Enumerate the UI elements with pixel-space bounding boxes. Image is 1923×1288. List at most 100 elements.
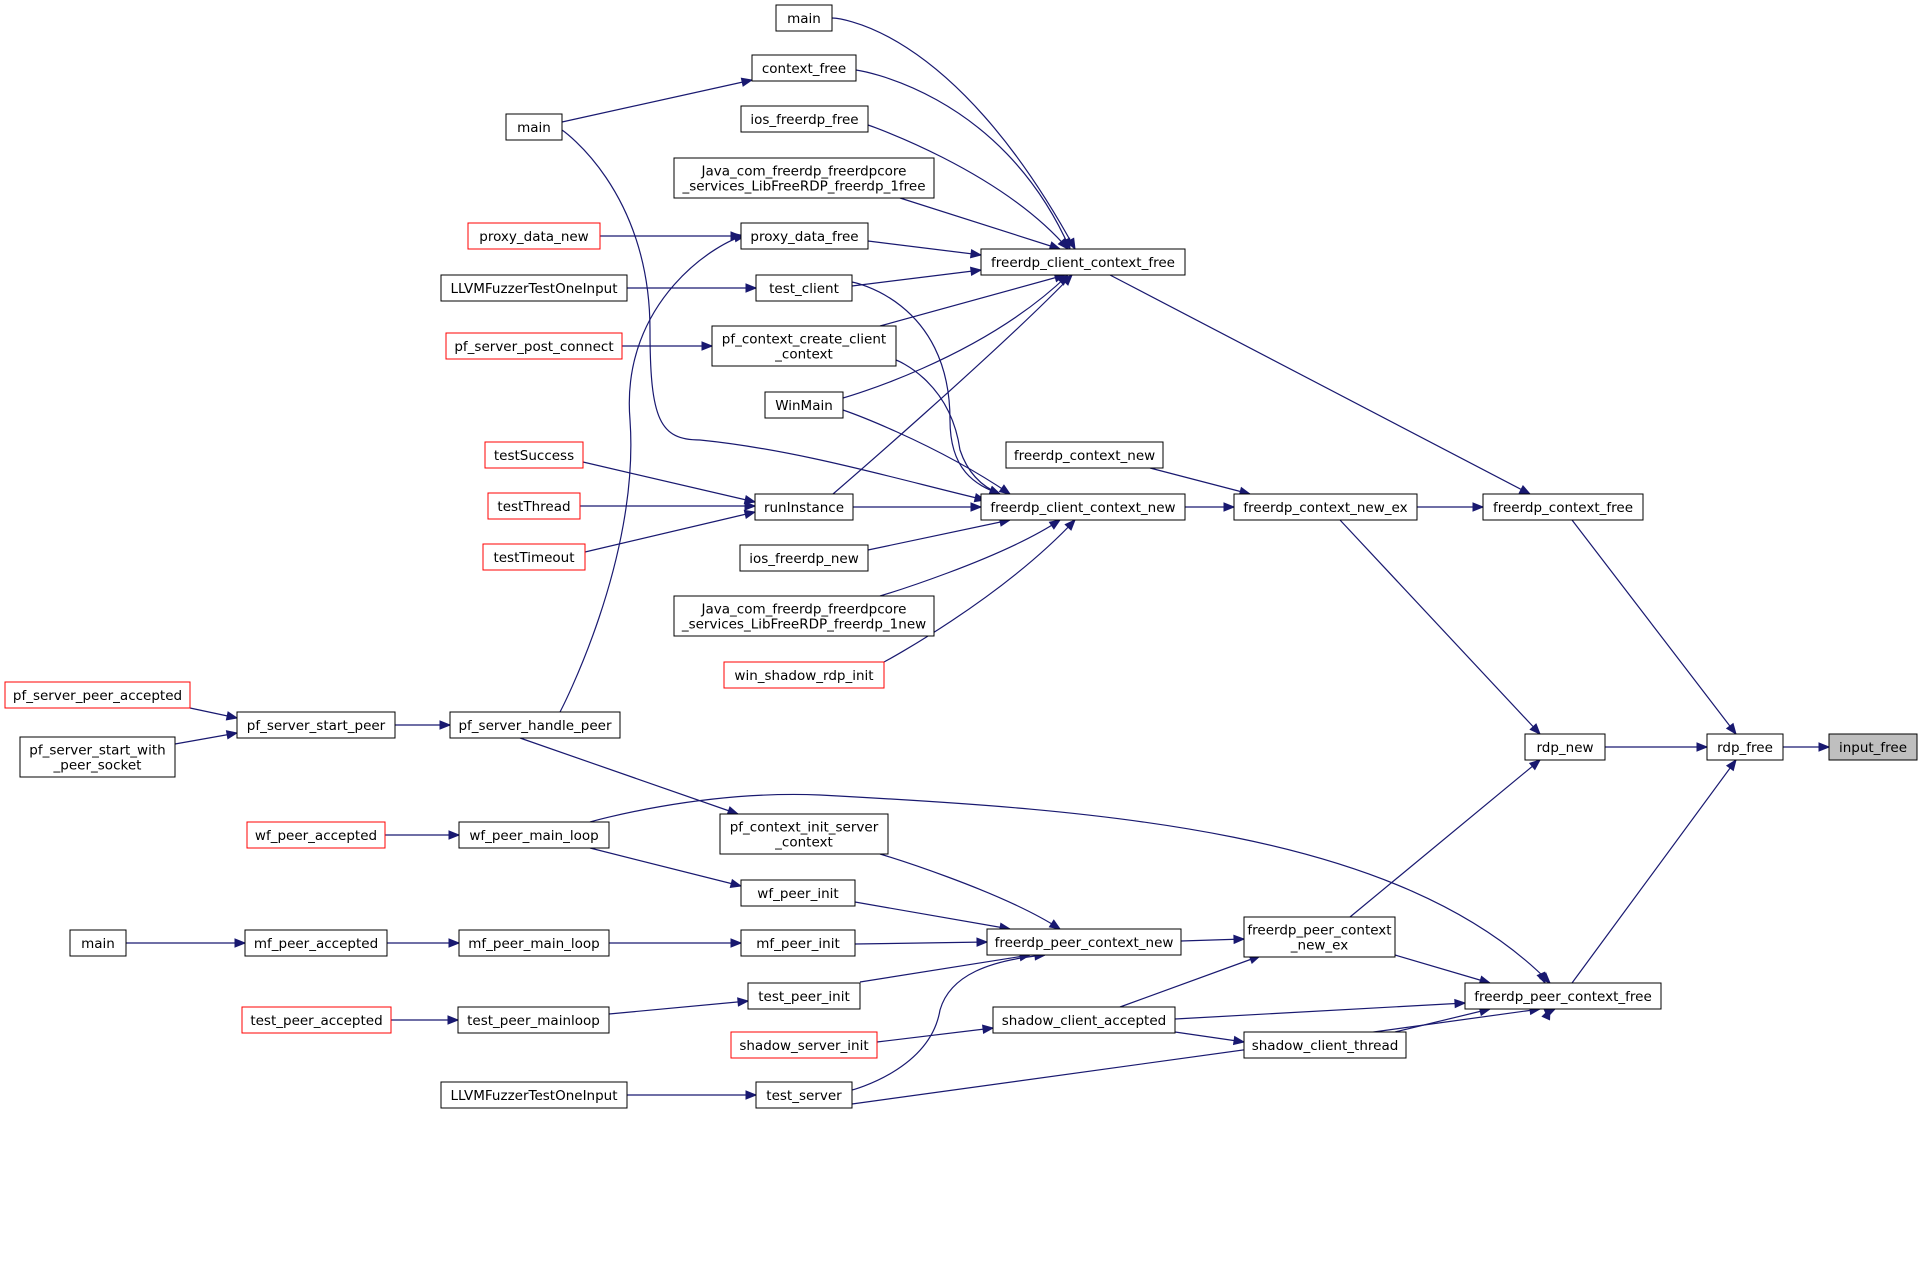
node-box[interactable] [1524,733,1606,761]
node-box[interactable] [986,928,1182,956]
node-proxy-data-new[interactable]: proxy_data_new [467,222,601,250]
node-box[interactable] [711,325,897,367]
node-box[interactable] [754,493,854,521]
node-box[interactable] [482,543,586,571]
node-freerdp-peer-context-new-ex[interactable]: freerdp_peer_context_new_ex [1243,916,1396,958]
node-box[interactable] [1005,441,1164,469]
node-box[interactable] [740,929,856,957]
node-box[interactable] [755,1081,853,1109]
node-box[interactable] [764,391,844,419]
node-llvm-bottom[interactable]: LLVMFuzzerTestOneInput [440,1081,628,1109]
node-box[interactable] [487,492,581,520]
node-box[interactable] [440,1081,628,1109]
node-input-free[interactable]: input_free [1828,733,1918,761]
node-box[interactable] [246,821,386,849]
node-freerdp-client-context-new[interactable]: freerdp_client_context_new [980,493,1186,521]
node-mf-peer-accepted[interactable]: mf_peer_accepted [244,929,388,957]
node-main-bottom[interactable]: main [69,929,127,957]
node-box[interactable] [740,105,869,133]
node-main-top[interactable]: main [775,4,833,32]
node-box[interactable] [505,113,563,141]
node-box[interactable] [740,879,856,907]
node-box[interactable] [449,711,621,739]
node-pf-context-create-client[interactable]: pf_context_create_client_context [711,325,897,367]
node-box[interactable] [751,54,857,82]
node-test-peer-init[interactable]: test_peer_init [747,982,861,1010]
node-box[interactable] [1482,493,1644,521]
node-shadow-client-accepted[interactable]: shadow_client_accepted [992,1006,1176,1034]
node-mf-peer-main-loop[interactable]: mf_peer_main_loop [458,929,610,957]
node-box[interactable] [458,929,610,957]
node-wf-peer-accepted[interactable]: wf_peer_accepted [246,821,386,849]
node-box[interactable] [719,813,889,855]
node-box[interactable] [673,157,935,199]
node-proxy-data-free[interactable]: proxy_data_free [740,222,869,250]
node-freerdp-client-context-free[interactable]: freerdp_client_context_free [980,248,1186,276]
node-box[interactable] [4,681,191,709]
node-box[interactable] [1706,733,1784,761]
node-box[interactable] [747,982,861,1010]
node-winmain[interactable]: WinMain [764,391,844,419]
node-box[interactable] [980,493,1186,521]
node-ios-freerdp-free[interactable]: ios_freerdp_free [740,105,869,133]
node-box[interactable] [730,1031,878,1059]
node-pf-server-post-connect[interactable]: pf_server_post_connect [445,332,623,360]
node-box[interactable] [992,1006,1176,1034]
node-box[interactable] [244,929,388,957]
node-main-left[interactable]: main [505,113,563,141]
node-box[interactable] [69,929,127,957]
node-pf-server-start-with[interactable]: pf_server_start_with_peer_socket [19,736,176,778]
node-box[interactable] [740,222,869,250]
node-mf-peer-init[interactable]: mf_peer_init [740,929,856,957]
node-box[interactable] [445,332,623,360]
node-wf-peer-init[interactable]: wf_peer_init [740,879,856,907]
node-box[interactable] [457,1006,610,1034]
node-rdp-new[interactable]: rdp_new [1524,733,1606,761]
node-box[interactable] [484,441,584,469]
node-box[interactable] [440,274,628,302]
node-box[interactable] [739,544,869,572]
node-box[interactable] [1243,916,1396,958]
node-test-peer-mainloop[interactable]: test_peer_mainloop [457,1006,610,1034]
node-box[interactable] [19,736,176,778]
node-testtimeout[interactable]: testTimeout [482,543,586,571]
node-shadow-client-thread[interactable]: shadow_client_thread [1243,1031,1407,1059]
node-box[interactable] [467,222,601,250]
node-box[interactable] [458,821,610,849]
node-testthread[interactable]: testThread [487,492,581,520]
node-box[interactable] [1243,1031,1407,1059]
node-box[interactable] [775,4,833,32]
node-wf-peer-main-loop[interactable]: wf_peer_main_loop [458,821,610,849]
node-box[interactable] [723,661,885,689]
node-freerdp-peer-context-new[interactable]: freerdp_peer_context_new [986,928,1182,956]
node-pf-server-handle-peer[interactable]: pf_server_handle_peer [449,711,621,739]
node-test-server[interactable]: test_server [755,1081,853,1109]
node-shadow-server-init[interactable]: shadow_server_init [730,1031,878,1059]
node-rdp-free[interactable]: rdp_free [1706,733,1784,761]
node-java-new[interactable]: Java_com_freerdp_freerdpcore_services_Li… [673,595,935,637]
node-freerdp-context-free[interactable]: freerdp_context_free [1482,493,1644,521]
node-context-free[interactable]: context_free [751,54,857,82]
node-box[interactable] [241,1006,392,1034]
node-java-free[interactable]: Java_com_freerdp_freerdpcore_services_Li… [673,157,935,199]
node-box[interactable] [673,595,935,637]
node-box[interactable] [1828,733,1918,761]
node-test-peer-accepted[interactable]: test_peer_accepted [241,1006,392,1034]
node-pf-context-init-server[interactable]: pf_context_init_server_context [719,813,889,855]
node-box[interactable] [980,248,1186,276]
node-win-shadow-rdp-init[interactable]: win_shadow_rdp_init [723,661,885,689]
node-ios-freerdp-new[interactable]: ios_freerdp_new [739,544,869,572]
node-freerdp-context-new-ex[interactable]: freerdp_context_new_ex [1233,493,1418,521]
node-test-client[interactable]: test_client [755,274,853,302]
node-runinstance[interactable]: runInstance [754,493,854,521]
node-testsuccess[interactable]: testSuccess [484,441,584,469]
node-box[interactable] [755,274,853,302]
node-box[interactable] [1464,982,1662,1010]
node-llvm-top[interactable]: LLVMFuzzerTestOneInput [440,274,628,302]
node-pf-server-peer-accepted[interactable]: pf_server_peer_accepted [4,681,191,709]
node-freerdp-context-new[interactable]: freerdp_context_new [1005,441,1164,469]
node-box[interactable] [1233,493,1418,521]
node-freerdp-peer-context-free[interactable]: freerdp_peer_context_free [1464,982,1662,1010]
node-box[interactable] [236,711,396,739]
node-pf-server-start-peer[interactable]: pf_server_start_peer [236,711,396,739]
